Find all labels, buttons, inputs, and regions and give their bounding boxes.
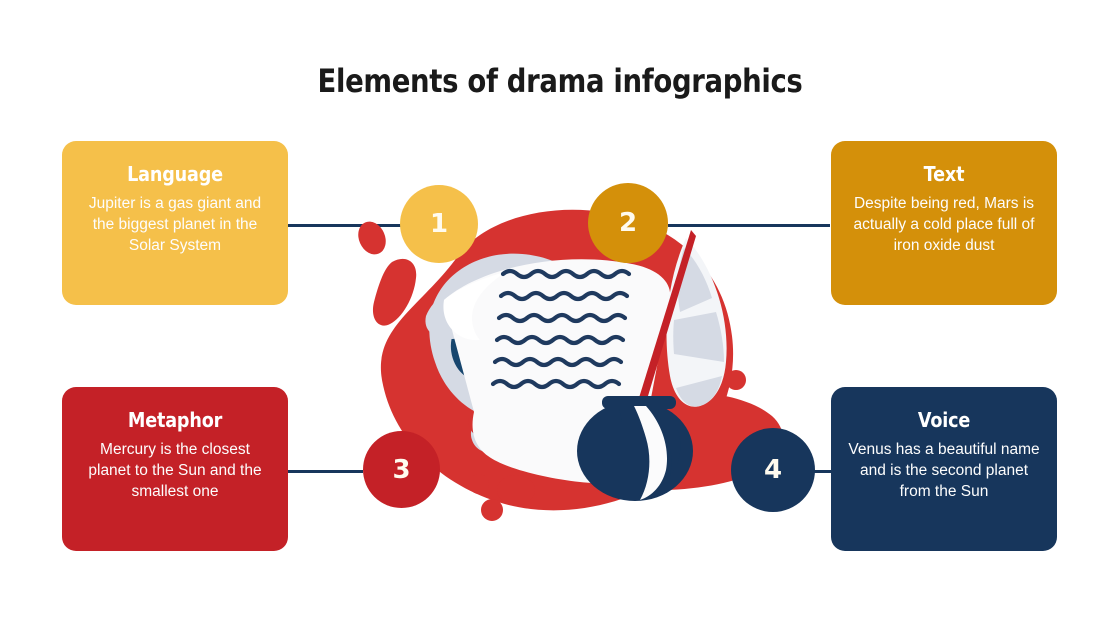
connector-line-4 <box>805 470 833 473</box>
card-language[interactable]: Language Jupiter is a gas giant and the … <box>62 141 288 305</box>
card-title: Language <box>127 162 223 186</box>
card-title: Voice <box>917 408 971 432</box>
card-voice[interactable]: Voice Venus has a beautiful name and is … <box>831 387 1057 551</box>
page-title: Elements of drama infographics <box>317 62 803 100</box>
step-circle-3[interactable]: 3 <box>363 431 440 508</box>
card-text[interactable]: Text Despite being red, Mars is actually… <box>831 141 1057 305</box>
drama-writing-illustration <box>340 190 800 550</box>
connector-line-3 <box>288 470 363 473</box>
step-circle-4[interactable]: 4 <box>731 428 815 512</box>
scroll-text-lines <box>490 268 632 390</box>
step-circle-2[interactable]: 2 <box>588 183 668 263</box>
card-title: Metaphor <box>127 408 223 432</box>
connector-line-2 <box>668 224 830 227</box>
connector-line-1 <box>288 224 408 227</box>
card-body: Venus has a beautiful name and is the se… <box>848 441 1040 500</box>
card-body: Despite being red, Mars is actually a co… <box>853 195 1035 254</box>
card-title: Text <box>923 162 965 186</box>
card-body: Jupiter is a gas giant and the biggest p… <box>88 195 262 254</box>
step-circle-1[interactable]: 1 <box>400 185 478 263</box>
card-body: Mercury is the closest planet to the Sun… <box>88 441 262 500</box>
card-metaphor[interactable]: Metaphor Mercury is the closest planet t… <box>62 387 288 551</box>
red-dots <box>358 221 746 521</box>
inkpot-icon <box>577 396 693 501</box>
quill-icon <box>634 230 727 416</box>
